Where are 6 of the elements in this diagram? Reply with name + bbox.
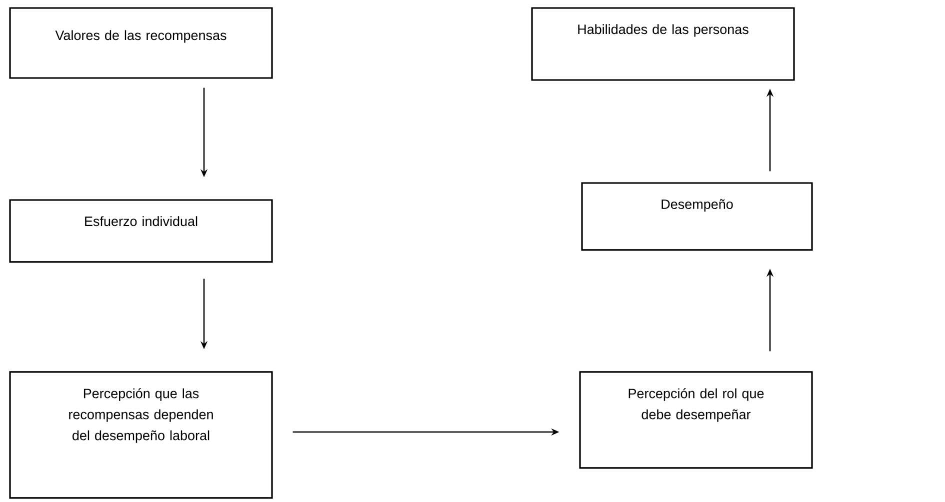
process-box: Esfuerzo individual [9, 199, 273, 263]
process-box: Percepción que las recompensas dependen del desempeño laboral [9, 371, 273, 499]
process-box: Habilidades de las personas [531, 7, 795, 81]
process-box: Percepción del rol que debe desempeñar [579, 371, 813, 469]
process-box: Valores de las recompensas [9, 7, 273, 79]
process-box: Desempeño [581, 182, 813, 251]
